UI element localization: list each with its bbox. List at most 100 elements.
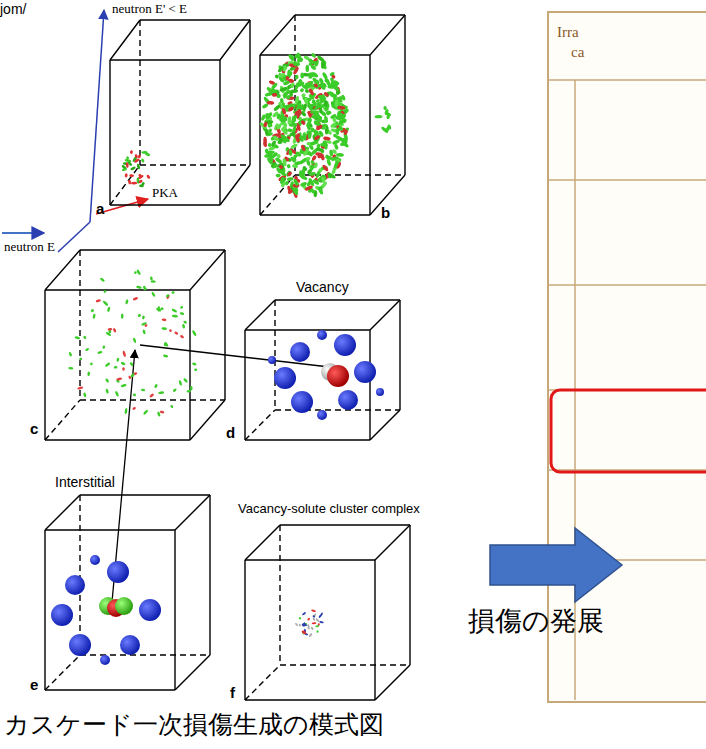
atom-sphere: [107, 561, 129, 583]
atom-dot: [290, 143, 298, 150]
atom-dot: [95, 299, 101, 303]
atom-dot: [302, 631, 307, 635]
atom-dot: [83, 392, 87, 398]
atom-dot: [107, 306, 111, 312]
atom-dot: [287, 177, 294, 182]
atom-dot: [307, 626, 310, 629]
atom-sphere: [100, 655, 110, 665]
atom-dot: [300, 181, 308, 187]
atom-dot: [129, 362, 134, 367]
atom-dot: [180, 306, 184, 310]
box-edge: [140, 19, 250, 20]
atom-dot: [125, 173, 128, 177]
atom-dot: [102, 300, 108, 306]
atom-dot: [90, 309, 94, 312]
atom-dot: [85, 347, 90, 351]
atom-dot: [320, 143, 328, 148]
atom-sphere: [291, 391, 313, 413]
atom-dot: [294, 96, 299, 104]
atom-dot: [331, 74, 336, 79]
atom-dot: [161, 327, 167, 330]
box-edge: [44, 290, 45, 440]
atom-dot: [315, 618, 320, 623]
atom-dot: [130, 373, 135, 378]
atom-dot: [284, 181, 289, 186]
atom-dot: [134, 154, 138, 159]
atom-dot: [336, 90, 341, 95]
atom-dot: [310, 95, 315, 101]
atom-dot: [105, 331, 111, 336]
atom-sphere: [338, 390, 358, 410]
box-edge: [44, 530, 45, 690]
atom-dot: [130, 150, 133, 154]
atom-dot: [314, 79, 320, 85]
box-edge: [245, 439, 370, 440]
atom-dot: [159, 410, 164, 414]
atom-dot: [262, 141, 268, 147]
atom-dot: [285, 106, 295, 113]
atom-dot: [151, 280, 156, 283]
atom-sphere: [327, 365, 349, 387]
box-edge: [175, 655, 210, 690]
atom-dot: [124, 408, 128, 415]
atom-dot: [298, 617, 301, 620]
atom-dot: [314, 118, 321, 126]
atom-dot: [337, 119, 345, 127]
box-edge: [375, 665, 410, 700]
box-edge: [260, 175, 295, 215]
atom-dot: [287, 171, 293, 177]
atom-dot: [268, 143, 272, 147]
box-edge: [280, 664, 410, 665]
pointer-arrow: [2, 232, 44, 234]
box-edge: [45, 289, 190, 290]
atom-dot: [143, 409, 149, 415]
box-edge: [245, 329, 370, 330]
block-arrow: [490, 528, 622, 602]
atom-dot: [306, 125, 312, 131]
atom-dot: [194, 368, 197, 371]
atom-dot: [68, 367, 73, 370]
box-edge: [399, 300, 400, 410]
atom-dot: [330, 113, 338, 119]
atom-dot: [330, 121, 338, 128]
atom-dot: [327, 172, 336, 179]
annotation-label: neutron E: [4, 240, 55, 255]
atom-dot: [180, 334, 185, 339]
atom-dot: [179, 312, 184, 316]
box-edge: [404, 15, 405, 175]
atom-dot: [375, 115, 383, 119]
atom-dot: [335, 90, 340, 95]
box-edge: [79, 495, 80, 655]
atom-dot: [259, 121, 268, 130]
box-edge: [110, 204, 220, 205]
box-edge: [244, 560, 245, 700]
atom-dot: [291, 115, 298, 123]
atom-dot: [131, 182, 137, 185]
box-edge: [220, 165, 250, 205]
box-edge: [279, 525, 280, 665]
atom-dot: [324, 100, 328, 106]
box-edge: [80, 654, 210, 655]
atom-dot: [137, 314, 141, 318]
atom-dot: [121, 314, 124, 319]
box-edge: [209, 495, 210, 655]
box-edge: [45, 529, 175, 530]
atom-dot: [300, 175, 308, 181]
box-edge: [189, 290, 190, 440]
atom-dot: [315, 98, 320, 103]
atom-dot: [298, 624, 301, 627]
atom-dot: [172, 314, 178, 317]
atom-dot: [321, 155, 325, 161]
atom-dot: [278, 164, 284, 169]
atom-dot: [169, 329, 172, 332]
atom-dot: [141, 388, 146, 391]
atom-dot: [279, 170, 287, 177]
atom-dot: [138, 154, 142, 158]
annotation-label: ca: [571, 44, 584, 61]
box-edge: [374, 560, 375, 700]
atom-dot: [102, 345, 105, 349]
box-edge: [370, 410, 400, 440]
atom-dot: [112, 328, 116, 333]
atom-dot: [325, 126, 329, 135]
atom-dot: [156, 307, 162, 312]
